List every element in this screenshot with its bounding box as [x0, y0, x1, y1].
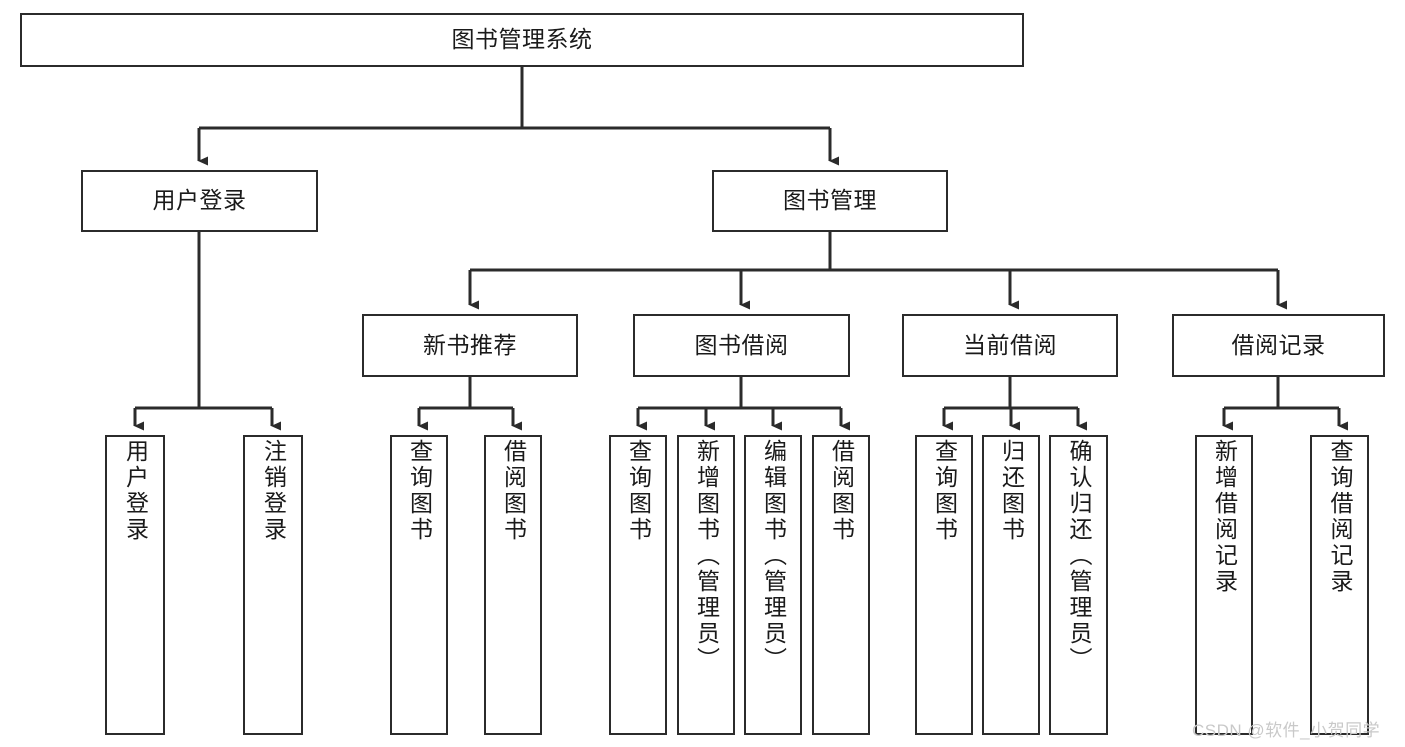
node-leaf-edit-book[interactable]: 编辑图书（管理员）	[744, 435, 802, 735]
watermark: CSDN @软件_小贺同学	[1192, 721, 1381, 740]
node-leaf-query-record[interactable]: 查询借阅记录	[1310, 435, 1369, 735]
node-leaf-confirm-return-label: 确认归还（管理员）	[1066, 439, 1092, 673]
node-leaf-borrow-book-1[interactable]: 借阅图书	[484, 435, 542, 735]
node-leaf-add-record-label: 新增借阅记录	[1211, 439, 1238, 595]
node-leaf-logout-label: 注销登录	[260, 439, 287, 543]
node-current-borrow-label: 当前借阅	[963, 331, 1057, 358]
node-leaf-query-book-1-label: 查询图书	[406, 439, 433, 543]
node-leaf-edit-book-label: 编辑图书（管理员）	[760, 439, 787, 673]
node-leaf-query-book-3[interactable]: 查询图书	[915, 435, 973, 735]
node-leaf-confirm-return[interactable]: 确认归还（管理员）	[1049, 435, 1108, 735]
node-new-book-recommend[interactable]: 新书推荐	[362, 314, 578, 377]
node-root[interactable]: 图书管理系统	[20, 13, 1024, 67]
node-leaf-query-book-2-label: 查询图书	[625, 439, 652, 543]
node-leaf-add-record[interactable]: 新增借阅记录	[1195, 435, 1253, 735]
node-leaf-user-login[interactable]: 用户登录	[105, 435, 165, 735]
node-book-manage-label: 图书管理	[783, 187, 877, 214]
node-borrow-record[interactable]: 借阅记录	[1172, 314, 1385, 377]
node-book-borrow[interactable]: 图书借阅	[633, 314, 850, 377]
node-leaf-borrow-book-2-label: 借阅图书	[828, 439, 855, 543]
node-leaf-add-book-label: 新增图书（管理员）	[693, 439, 720, 673]
node-leaf-return-book[interactable]: 归还图书	[982, 435, 1040, 735]
node-leaf-query-book-3-label: 查询图书	[931, 439, 958, 543]
node-borrow-record-label: 借阅记录	[1231, 331, 1326, 358]
node-new-book-recommend-label: 新书推荐	[423, 331, 517, 358]
node-user-login-label: 用户登录	[152, 187, 247, 214]
node-root-label: 图书管理系统	[451, 26, 593, 53]
node-book-manage[interactable]: 图书管理	[712, 170, 948, 232]
node-leaf-add-book[interactable]: 新增图书（管理员）	[677, 435, 735, 735]
node-user-login[interactable]: 用户登录	[81, 170, 318, 232]
node-leaf-query-book-1[interactable]: 查询图书	[390, 435, 448, 735]
node-leaf-logout[interactable]: 注销登录	[243, 435, 303, 735]
node-leaf-borrow-book-1-label: 借阅图书	[500, 439, 527, 543]
node-book-borrow-label: 图书借阅	[694, 331, 789, 358]
node-leaf-query-book-2[interactable]: 查询图书	[609, 435, 667, 735]
node-leaf-query-record-label: 查询借阅记录	[1327, 439, 1353, 595]
node-leaf-borrow-book-2[interactable]: 借阅图书	[812, 435, 870, 735]
node-current-borrow[interactable]: 当前借阅	[902, 314, 1118, 377]
node-leaf-user-login-label: 用户登录	[122, 439, 149, 543]
node-leaf-return-book-label: 归还图书	[998, 439, 1025, 543]
